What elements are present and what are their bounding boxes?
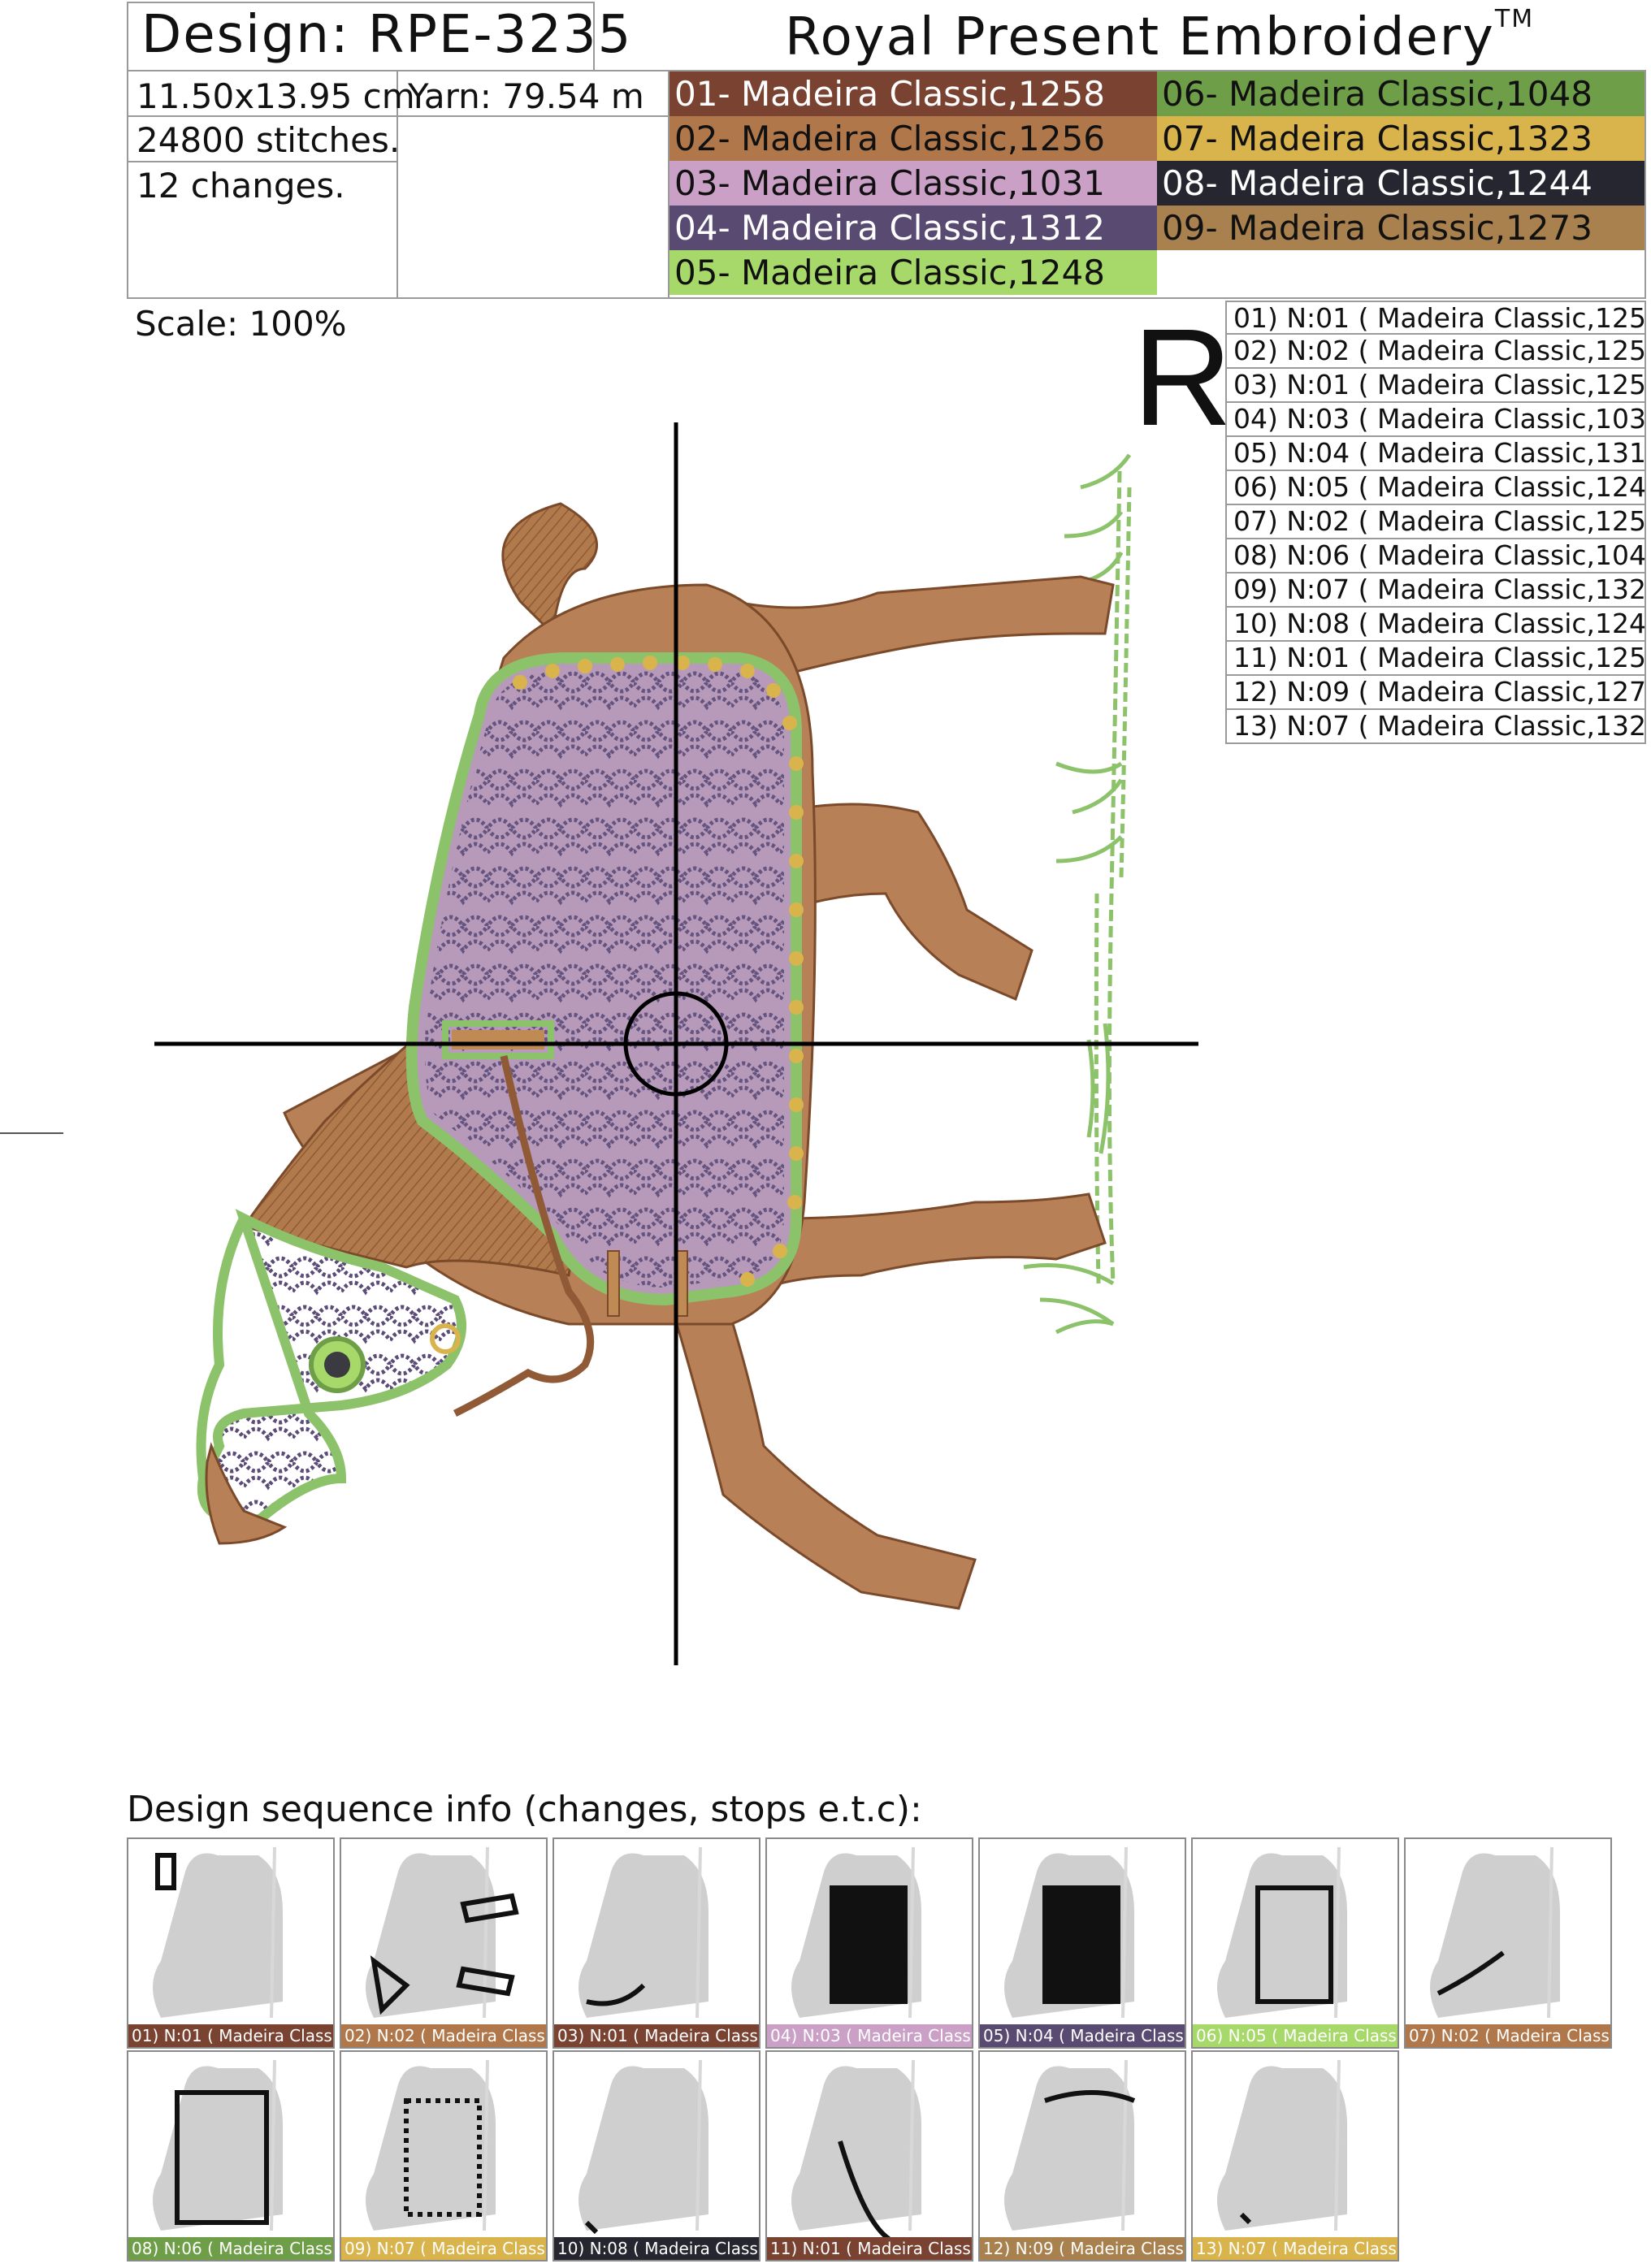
girth-buckle	[442, 1020, 554, 1059]
design-preview	[154, 422, 1198, 1665]
thumb-caption: 10) N:08 ( Madeira Classic,	[554, 2237, 759, 2260]
color-swatch-1: 01- Madeira Classic,1258	[670, 71, 1157, 116]
thumb-caption: 09) N:07 ( Madeira Classic	[341, 2237, 546, 2260]
color-legend	[668, 70, 1646, 299]
sequence-thumb-10: 10) N:08 ( Madeira Classic,	[552, 2050, 760, 2262]
sequence-item-4: 04) N:03 ( Madeira Classic,1031)	[1225, 403, 1646, 437]
color-swatch-6: 06- Madeira Classic,1048	[1157, 71, 1644, 116]
eye	[324, 1352, 350, 1378]
sequence-thumb-13: 13) N:07 ( Madeira Classic,	[1191, 2050, 1399, 2262]
spec-divider	[396, 70, 398, 299]
sequence-item-11: 11) N:01 ( Madeira Classic,1258)	[1225, 642, 1646, 676]
sequence-thumb-4: 04) N:03 ( Madeira Classic	[765, 1837, 973, 2049]
brand-name: Royal Present Embroidery	[785, 7, 1495, 67]
sequence-thumb-8: 08) N:06 ( Madeira Classic	[127, 2050, 335, 2262]
thumb-caption: 12) N:09 ( Madeira Classic	[980, 2237, 1185, 2260]
spec-changes: 12 changes.	[136, 166, 345, 206]
spec-size: 11.50x13.95 cm	[136, 76, 415, 116]
color-swatch-5: 05- Madeira Classic,1248	[670, 250, 1157, 295]
sequence-thumb-5: 05) N:04 ( Madeira Classic	[978, 1837, 1186, 2049]
color-swatch-3: 03- Madeira Classic,1031	[670, 161, 1157, 206]
sequence-thumb-9: 09) N:07 ( Madeira Classic	[340, 2050, 548, 2262]
spec-row-line-1	[127, 115, 670, 117]
sequence-item-9: 09) N:07 ( Madeira Classic,1323)	[1225, 573, 1646, 608]
thumb-caption: 01) N:01 ( Madeira Classic,1	[128, 2024, 333, 2047]
sequence-thumb-2: 02) N:02 ( Madeira Classic	[340, 1837, 548, 2049]
sequence-list: 01) N:01 ( Madeira Classic,1258)02) N:02…	[1225, 301, 1646, 744]
sequence-item-1: 01) N:01 ( Madeira Classic,1258)	[1225, 301, 1646, 335]
sequence-item-12: 12) N:09 ( Madeira Classic,1273)	[1225, 676, 1646, 710]
brand-title: Royal Present EmbroideryTM	[785, 5, 1534, 67]
thumb-caption: 02) N:02 ( Madeira Classic	[341, 2024, 546, 2047]
design-title: Design: RPE-3235	[141, 5, 633, 65]
thumb-caption: 08) N:06 ( Madeira Classic	[128, 2237, 333, 2260]
strap-left	[607, 1250, 620, 1317]
thumb-caption: 06) N:05 ( Madeira Classic	[1193, 2024, 1398, 2047]
sequence-item-13: 13) N:07 ( Madeira Classic,1323)	[1225, 710, 1646, 744]
color-swatch-2: 02- Madeira Classic,1256	[670, 116, 1157, 161]
sequence-thumb-1: 01) N:01 ( Madeira Classic,1	[127, 1837, 335, 2049]
sequence-thumb-12: 12) N:09 ( Madeira Classic	[978, 2050, 1186, 2262]
blanket-studs	[513, 656, 804, 1287]
sequence-item-3: 03) N:01 ( Madeira Classic,1258)	[1225, 369, 1646, 403]
spec-row-line-2	[127, 161, 398, 162]
sequence-thumb-6: 06) N:05 ( Madeira Classic	[1191, 1837, 1399, 2049]
sequence-thumb-11: 11) N:01 ( Madeira Classic,1	[765, 2050, 973, 2262]
thumb-caption: 11) N:01 ( Madeira Classic,1	[767, 2237, 972, 2260]
spec-yarn: Yarn: 79.54 m	[408, 76, 644, 116]
crosshair-center	[623, 991, 729, 1097]
margin-tick	[0, 1132, 63, 1134]
sequence-item-2: 02) N:02 ( Madeira Classic,1256)	[1225, 335, 1646, 369]
orientation-mark: R	[1133, 301, 1233, 455]
thumb-caption: 13) N:07 ( Madeira Classic,	[1193, 2237, 1398, 2260]
sequence-thumb-7: 07) N:02 ( Madeira Classic	[1404, 1837, 1612, 2049]
color-swatch-7: 07- Madeira Classic,1323	[1157, 116, 1644, 161]
reins	[453, 1055, 595, 1418]
hind-leg-lower	[778, 803, 1034, 1002]
tail	[501, 502, 599, 637]
spec-stitches: 24800 stitches.	[136, 120, 401, 160]
sequence-item-6: 06) N:05 ( Madeira Classic,1248)	[1225, 471, 1646, 505]
sequence-item-10: 10) N:08 ( Madeira Classic,1244)	[1225, 608, 1646, 642]
sequence-thumb-3: 03) N:01 ( Madeira Classic,	[552, 1837, 760, 2049]
thumb-caption: 03) N:01 ( Madeira Classic,	[554, 2024, 759, 2047]
trademark: TM	[1494, 5, 1535, 33]
scale-label: Scale: 100%	[135, 304, 347, 344]
sequence-item-7: 07) N:02 ( Madeira Classic,1256)	[1225, 505, 1646, 539]
sequence-title: Design sequence info (changes, stops e.t…	[127, 1789, 922, 1830]
muzzle	[205, 1442, 288, 1545]
front-leg-upper	[778, 1192, 1107, 1285]
thumb-caption: 05) N:04 ( Madeira Classic	[980, 2024, 1185, 2047]
color-swatch-4: 04- Madeira Classic,1312	[670, 206, 1157, 250]
thumb-caption: 07) N:02 ( Madeira Classic	[1406, 2024, 1610, 2047]
color-swatch-8: 08- Madeira Classic,1244	[1157, 161, 1644, 206]
color-swatch-9: 09- Madeira Classic,1273	[1157, 206, 1644, 250]
sequence-item-5: 05) N:04 ( Madeira Classic,1312)	[1225, 437, 1646, 471]
thumb-caption: 04) N:03 ( Madeira Classic	[767, 2024, 972, 2047]
bit-ring	[430, 1323, 461, 1354]
hind-leg-upper	[729, 575, 1115, 684]
sequence-item-8: 08) N:06 ( Madeira Classic,1048)	[1225, 539, 1646, 573]
